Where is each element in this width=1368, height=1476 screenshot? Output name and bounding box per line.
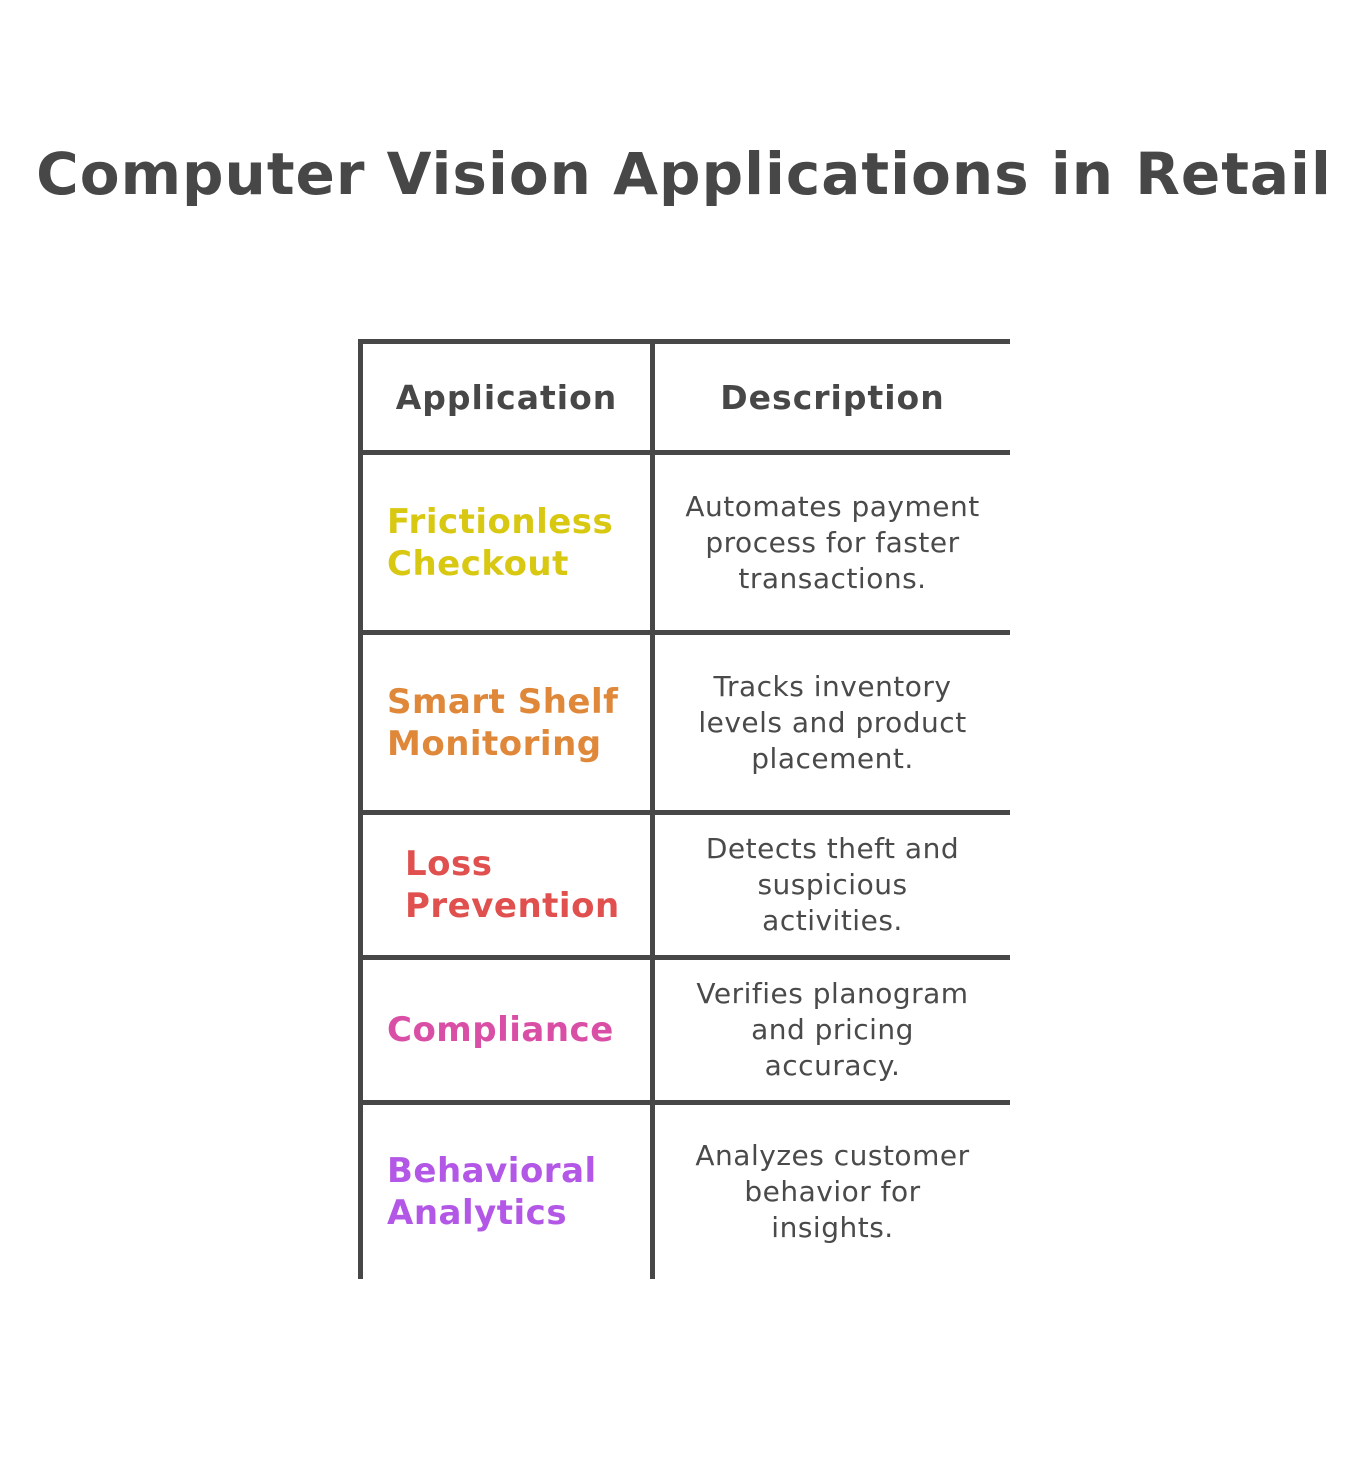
description-cell-behavioral-analytics: Analyzes customer behavior for insights. [655, 1105, 1010, 1279]
application-label-line: Frictionless [387, 501, 614, 542]
application-label-line: Loss [405, 844, 493, 884]
page-title: Computer Vision Applications in Retail [36, 140, 1332, 208]
description-cell-frictionless-checkout: Automates payment process for faster tra… [655, 455, 1010, 630]
application-cell-behavioral-analytics: Behavioral Analytics [363, 1105, 650, 1279]
description-cell-loss-prevention: Detects theft and suspicious activities. [655, 815, 1010, 955]
application-label-line: Analytics [387, 1193, 568, 1233]
description-cell-compliance: Verifies planogram and pricing accuracy. [655, 960, 1010, 1100]
application-cell-loss-prevention: Loss Prevention [363, 815, 650, 955]
application-label-line: Compliance [387, 1010, 614, 1050]
application-cell-smart-shelf-monitoring: Smart Shelf Monitoring [363, 635, 650, 810]
application-cell-frictionless-checkout: Frictionless Checkout [363, 455, 650, 630]
application-cell-compliance: Compliance [363, 960, 650, 1100]
application-label-line: Checkout [387, 543, 569, 584]
application-label-line: Monitoring [387, 723, 602, 764]
application-label-line: Behavioral [387, 1151, 597, 1191]
applications-table: Application Description Frictionless Che… [358, 339, 1010, 1279]
application-label-line: Smart Shelf [387, 681, 619, 722]
header-application: Application [363, 344, 650, 450]
header-description: Description [655, 344, 1010, 450]
application-label-line: Prevention [405, 886, 620, 926]
description-cell-smart-shelf-monitoring: Tracks inventory levels and product plac… [655, 635, 1010, 810]
